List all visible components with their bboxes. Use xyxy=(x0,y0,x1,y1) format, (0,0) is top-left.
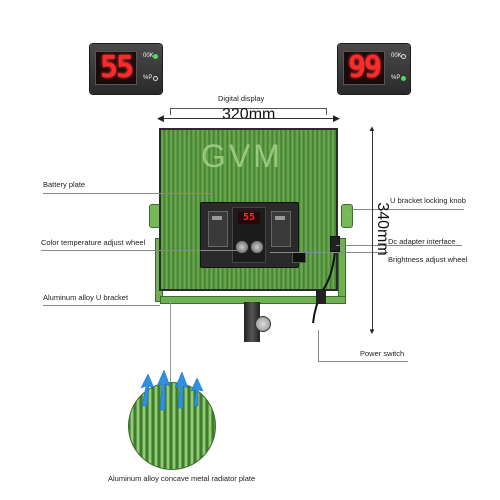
indicator-bottom-icon xyxy=(153,76,158,81)
arrow-down-icon: ▼ xyxy=(368,327,376,336)
indicator-bottom-icon xyxy=(401,76,406,81)
control-module: 55 xyxy=(232,207,266,263)
heat-arrows-icon xyxy=(140,369,204,411)
width-dimension: 320mm xyxy=(222,106,276,123)
color-temperature-wheel[interactable] xyxy=(235,240,249,254)
indicator-top-icon xyxy=(401,54,406,59)
battery-mount-right xyxy=(271,211,291,247)
leader-aluminum-bracket xyxy=(43,305,160,306)
display-digits: 55 xyxy=(95,51,137,85)
gvm-logo: GVM xyxy=(201,138,283,174)
leader-u-bracket-knob xyxy=(350,209,464,210)
battery-plate: 55 xyxy=(200,202,299,268)
radiator-closeup xyxy=(128,382,216,470)
digital-display-right: 99 00K %P xyxy=(338,44,410,94)
digital-display-left: 55 00K %P xyxy=(90,44,162,94)
u-bracket-knob-right xyxy=(341,204,353,228)
label-dc-adapter: Dc adapter interface xyxy=(388,237,456,246)
display-digits: 99 xyxy=(343,51,385,85)
label-aluminum-bracket: Aluminum alloy U bracket xyxy=(43,293,129,302)
display-bracket-left xyxy=(170,108,171,115)
label-u-bracket-knob: U bracket locking knob xyxy=(390,196,466,205)
stand-mount xyxy=(244,302,260,342)
indicator-top-icon xyxy=(153,54,158,59)
display-top-label: 00K xyxy=(391,53,402,59)
label-color-temp-wheel: Color temperature adjust wheel xyxy=(41,238,146,247)
height-dimension: 340mm xyxy=(374,202,391,256)
label-brightness-wheel: Brightness adjust wheel xyxy=(388,255,468,264)
power-cable xyxy=(312,249,336,324)
leader-battery-plate xyxy=(43,193,213,194)
label-radiator-plate: Aluminum alloy concave metal radiator pl… xyxy=(108,474,256,483)
label-digital-display: Digital display xyxy=(218,94,265,103)
battery-mount-left xyxy=(208,211,228,247)
brightness-wheel[interactable] xyxy=(250,240,264,254)
leader-radiator xyxy=(170,300,171,382)
led-panel: GVM 55 xyxy=(159,128,338,291)
leader-power-switch-vertical xyxy=(318,330,319,361)
arrow-up-icon: ▲ xyxy=(368,124,376,133)
leader-color-temp-wheel xyxy=(41,250,241,251)
display-bottom-label: %P xyxy=(143,75,153,81)
leader-dc-adapter xyxy=(336,245,462,246)
label-power-switch: Power switch xyxy=(360,349,405,358)
arrow-right-icon: ▶ xyxy=(333,113,340,123)
display-bracket-right xyxy=(326,108,327,115)
display-bottom-label: %P xyxy=(391,75,401,81)
width-arrow-line xyxy=(160,118,338,119)
mount-knob xyxy=(255,316,271,332)
leader-brightness-wheel xyxy=(270,252,388,253)
height-arrow-line xyxy=(372,128,373,331)
mini-display: 55 xyxy=(238,212,260,224)
arrow-left-icon: ◀ xyxy=(157,113,164,123)
leader-power-switch xyxy=(318,361,408,362)
label-battery-plate: Battery plate xyxy=(43,180,86,189)
power-switch[interactable] xyxy=(292,252,306,263)
display-top-label: 00K xyxy=(143,53,154,59)
display-bracket-line xyxy=(170,108,326,109)
